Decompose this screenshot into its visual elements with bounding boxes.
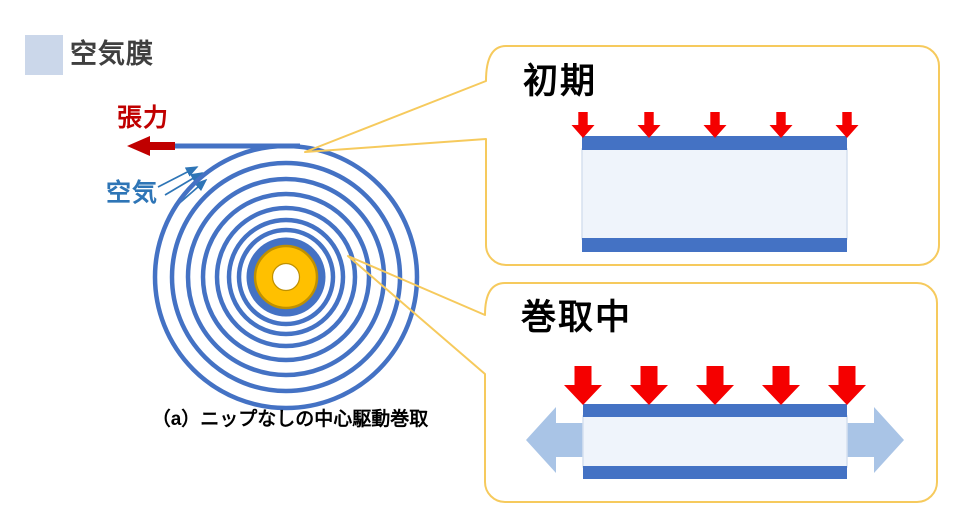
diagram-caption: （a）ニップなしの中心駆動巻取 — [151, 409, 429, 430]
film-bottom-layer — [583, 466, 847, 479]
roll-core-hole — [271, 262, 301, 292]
air-film-body — [582, 415, 848, 468]
tension-arrow-icon — [127, 136, 175, 156]
film-bottom-layer — [582, 238, 847, 252]
legend-label: 空気膜 — [70, 39, 154, 69]
pressure-arrow-icon — [564, 366, 602, 405]
pressure-arrow-icon — [835, 112, 859, 138]
pressure-arrow-icon — [571, 112, 595, 138]
roll-ring — [236, 227, 336, 327]
film-top-layer — [583, 404, 847, 417]
film-cross-section-initial — [571, 112, 859, 252]
roll-ring — [169, 160, 403, 394]
pressure-arrow-icon — [630, 366, 668, 405]
pressure-arrows-small — [571, 112, 859, 138]
air-label: 空気 — [106, 179, 159, 207]
tension-label: 張力 — [117, 104, 170, 132]
pressure-arrow-icon — [703, 112, 727, 138]
roll-ring — [226, 217, 346, 337]
pressure-arrow-icon — [696, 366, 734, 405]
legend-swatch — [25, 35, 63, 75]
roll-ring — [200, 191, 372, 363]
callout-winding-bubble — [347, 255, 938, 503]
film-cross-section-winding — [526, 366, 904, 479]
pressure-arrow-icon — [828, 366, 866, 405]
pressure-arrow-icon — [637, 112, 661, 138]
callout-winding-title: 巻取中 — [521, 298, 633, 337]
pressure-arrows-large — [564, 366, 866, 405]
pressure-arrow-icon — [762, 366, 800, 405]
roll-outer-ring — [152, 143, 420, 411]
pressure-arrow-icon — [769, 112, 793, 138]
film-top-layer — [582, 136, 847, 150]
callout-initial-title: 初期 — [523, 62, 598, 101]
air-film-body — [581, 148, 848, 240]
wound-roll — [152, 143, 420, 411]
roll-ring — [214, 205, 358, 349]
roll-ring — [185, 176, 387, 378]
callout-initial-bubble — [304, 45, 940, 266]
air-escape-arrow-left-icon — [526, 407, 591, 473]
air-escape-arrow-right-icon — [839, 407, 904, 473]
